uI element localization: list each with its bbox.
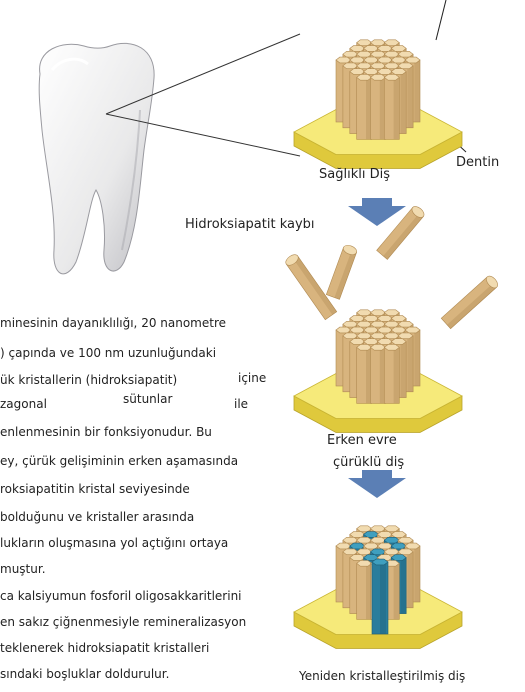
paragraph-line: ) çapında ve 100 nm uzunluğundaki [0, 346, 216, 360]
recrystallized-tooth-label: Yeniden kristalleştirilmiş diş [299, 669, 465, 683]
loose-rod [441, 274, 500, 329]
enamel-leader-line [436, 0, 446, 40]
loose-rod [284, 253, 337, 320]
paragraph-line: ük kristallerin (hidroksiapatit) [0, 373, 177, 387]
recrystallized-highlight-column [372, 559, 388, 634]
dentin-label: Dentin [456, 155, 499, 170]
arrow-down-1 [348, 198, 406, 226]
paragraph-line: en sakız çiğnenmesiyle remineralizasyon [0, 615, 246, 629]
healthy-crystal-columns [336, 40, 420, 140]
paragraph-line: minesinin dayanıklılığı, 20 nanometre [0, 316, 226, 330]
loose-rod [326, 244, 358, 300]
paragraph-line: ile [234, 397, 248, 411]
tooth-illustration [39, 43, 154, 274]
paragraph-line: sındaki boşluklar doldurulur. [0, 667, 169, 681]
paragraph-line: bolduğunu ve kristaller arasında [0, 510, 194, 524]
paragraph-line: enlenmesinin bir fonksiyonudur. Bu [0, 425, 212, 439]
paragraph-line: içine [238, 371, 266, 385]
paragraph-line: sütunlar [123, 392, 172, 406]
healthy-tooth-label: Sağlıklı Diş [319, 167, 390, 182]
paragraph-line: ca kalsiyumun fosforil oligosakkaritleri… [0, 589, 242, 603]
early-crystal-columns [336, 310, 420, 404]
paragraph-line: muştur. [0, 562, 46, 576]
paragraph-line: teklenerek hidroksiapatit kristalleri [0, 641, 209, 655]
hydroxyapatite-loss-label: Hidroksiapatit kaybı [185, 217, 315, 232]
paragraph-line: ey, çürük gelişiminin erken aşamasında [0, 454, 238, 468]
arrow-down-2 [348, 470, 406, 498]
early-stage-label: Erken evre [327, 433, 397, 448]
caries-tooth-label: çürüklü diş [333, 455, 404, 470]
paragraph-line: lukların oluşmasına yol açtığını ortaya [0, 536, 228, 550]
paragraph-line: zagonal [0, 397, 47, 411]
paragraph-line: roksiapatitin kristal seviyesinde [0, 482, 190, 496]
